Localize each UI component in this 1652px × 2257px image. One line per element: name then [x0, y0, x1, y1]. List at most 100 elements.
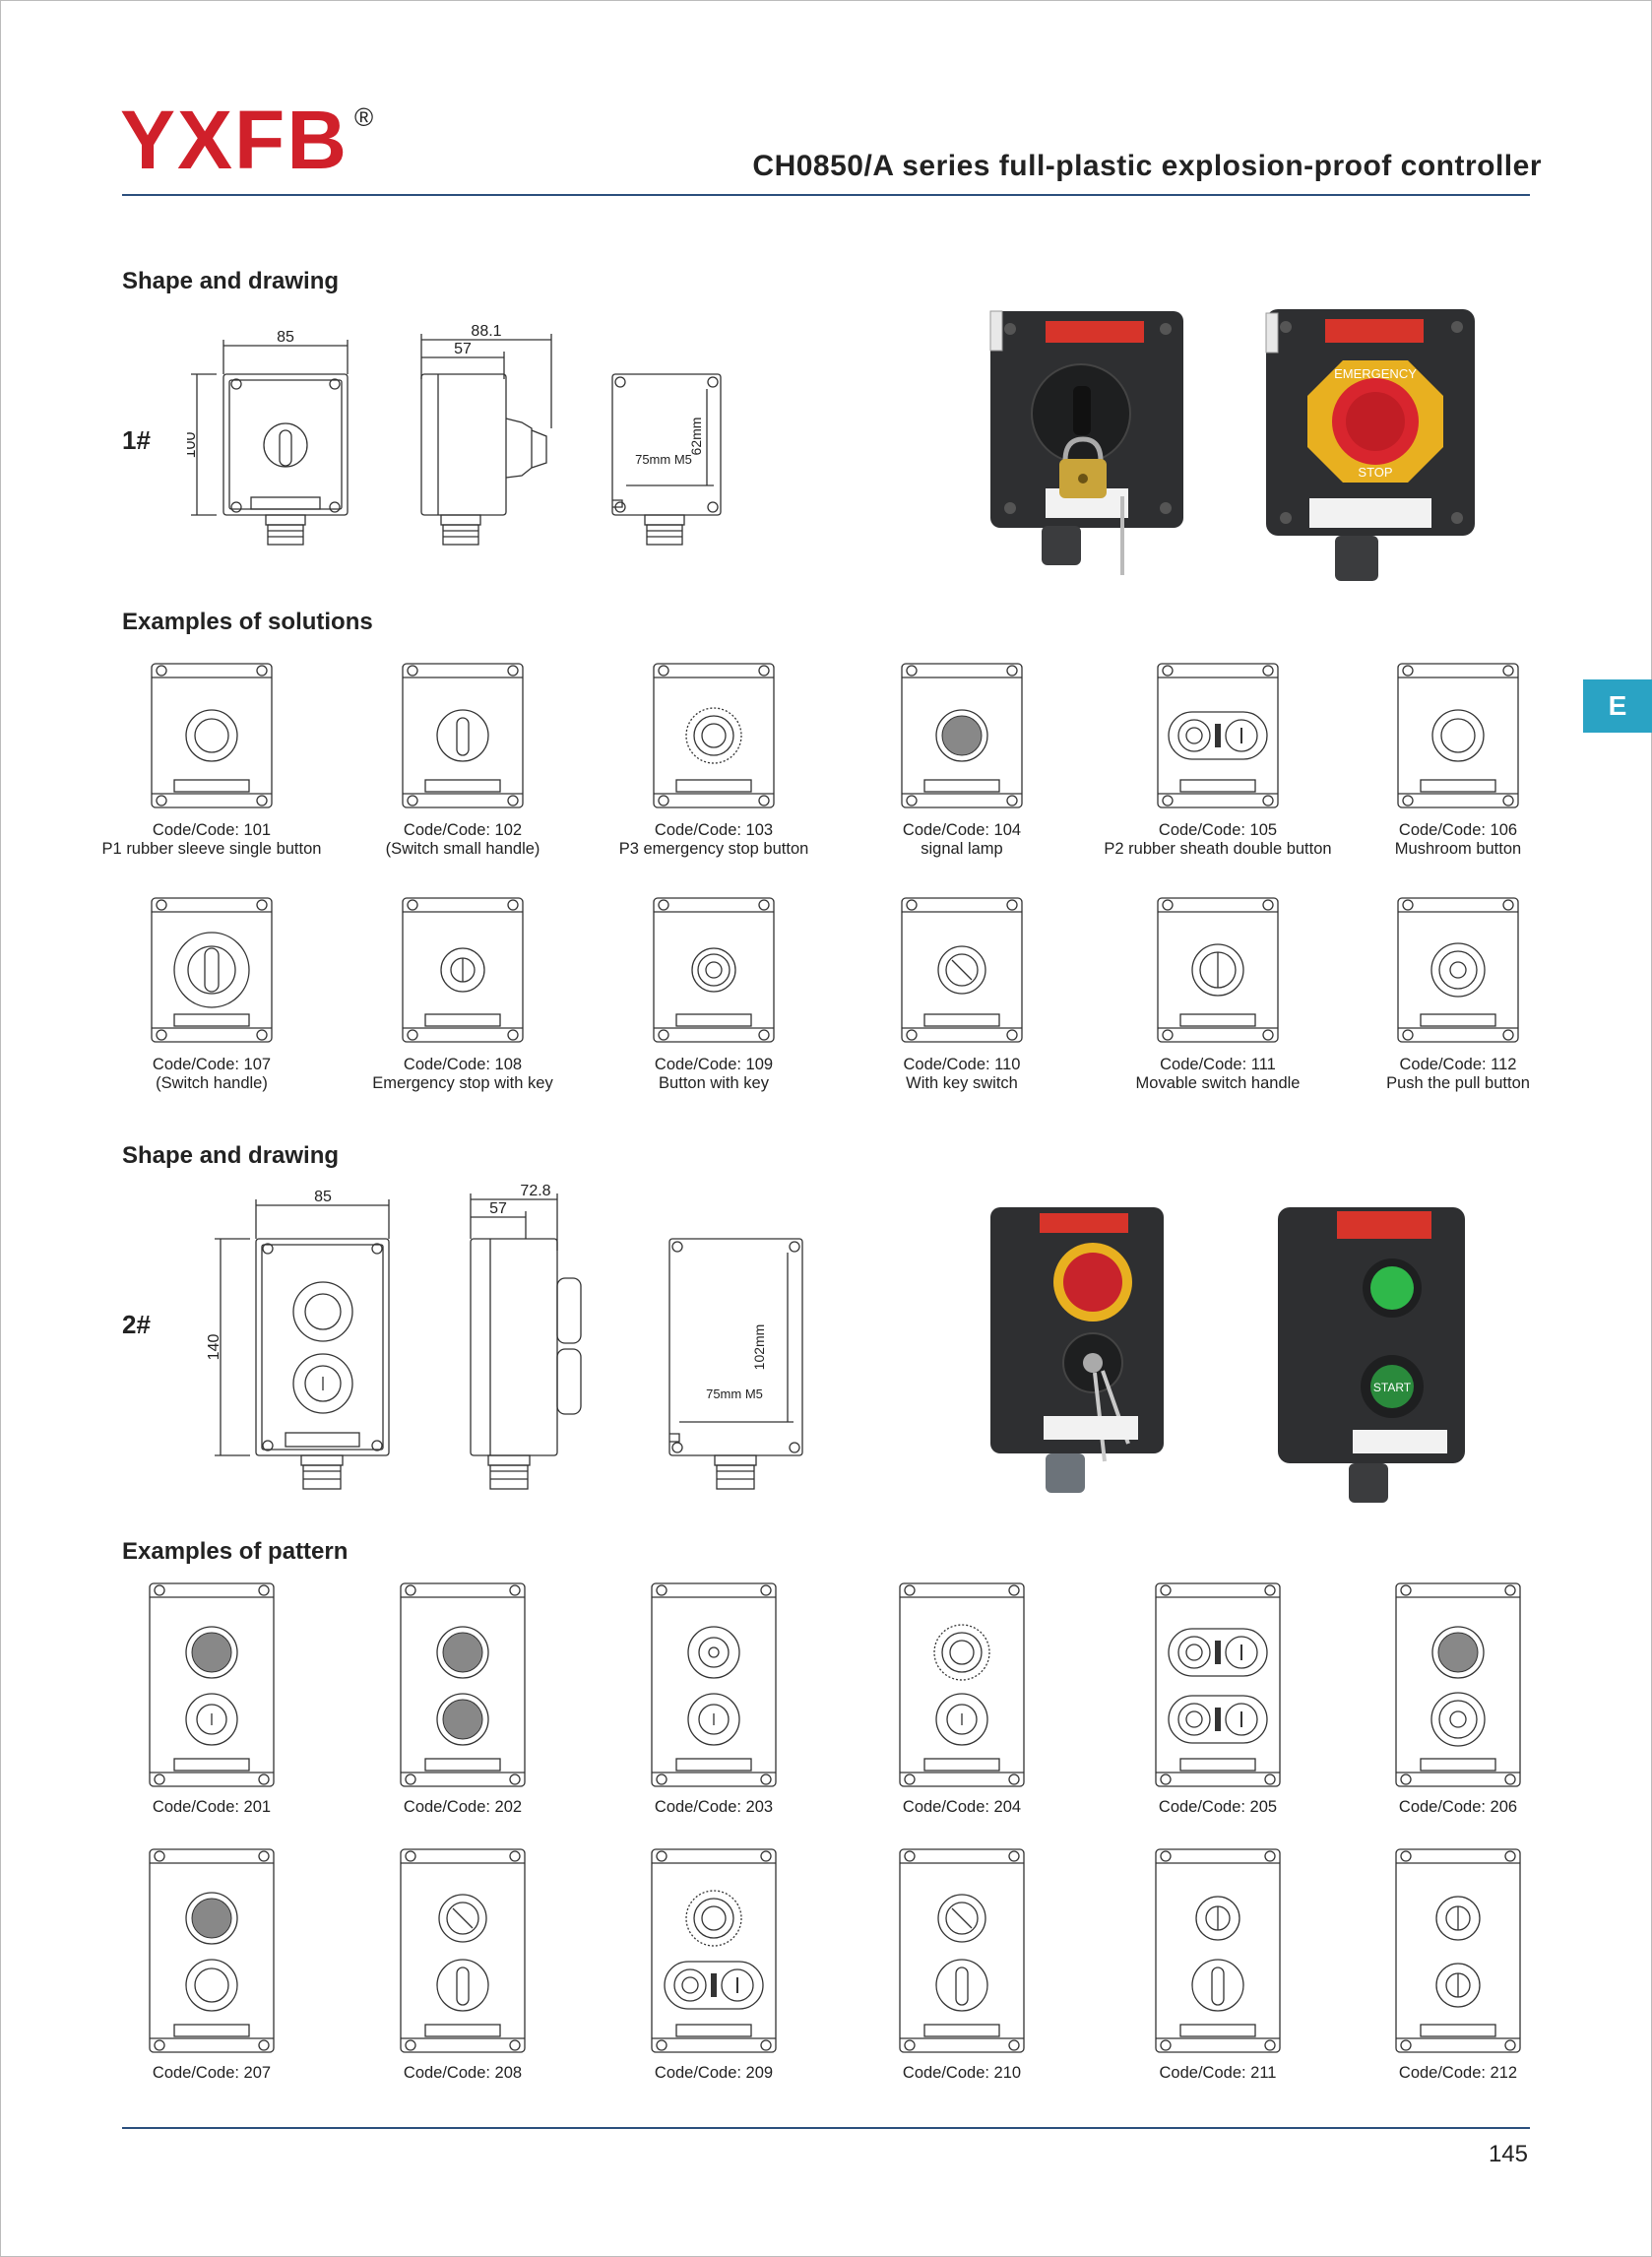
dim-front-height: 100: [187, 432, 199, 459]
dim-back-height: 62mm: [688, 418, 704, 456]
solution-desc: Push the pull button: [1386, 1074, 1530, 1092]
small-handle-icon: [340, 662, 586, 809]
dim-side-inner: 57: [454, 341, 472, 357]
dim-front-width-2: 85: [314, 1189, 332, 1205]
estop-label-top: EMERGENCY: [1334, 366, 1417, 381]
solution-code: Code/Code: 102: [403, 821, 523, 839]
model-label-1: 1#: [122, 425, 151, 455]
estop-icon: [591, 662, 837, 809]
key-small-icon: [340, 896, 586, 1044]
product-photos-1: EMERGENCY STOP: [989, 309, 1475, 581]
header-rule: [122, 194, 1530, 196]
pattern-item-208: Code/Code: 208: [340, 1847, 586, 2083]
pattern-drawing: [1095, 1581, 1341, 1788]
pattern-code: Code/Code: 203: [654, 1798, 774, 1816]
solution-desc: P1 rubber sleeve single button: [101, 840, 322, 858]
pattern-drawing: [1335, 1847, 1581, 2054]
solution-desc: P3 emergency stop button: [618, 840, 809, 858]
pattern-drawing: [1335, 1581, 1581, 1788]
page-number: 145: [1488, 2141, 1528, 2167]
key-switch-icon: [839, 896, 1085, 1044]
pattern-item-204: Code/Code: 204: [839, 1581, 1085, 1817]
push-pull-icon: [1335, 896, 1581, 1044]
estop-label-bottom: STOP: [1358, 465, 1392, 480]
pattern-code: Code/Code: 205: [1158, 1798, 1278, 1816]
section-title-shape-1: Shape and drawing: [122, 268, 340, 294]
pattern-drawing: [839, 1581, 1085, 1788]
pattern-drawing: [591, 1847, 837, 2054]
dim-back-height-2: 102mm: [751, 1324, 767, 1371]
solution-item-105: Code/Code: 105 P2 rubber sheath double b…: [1095, 662, 1341, 859]
pattern-item-209: Code/Code: 209: [591, 1847, 837, 2083]
pattern-drawing: [591, 1581, 837, 1788]
solution-desc: P2 rubber sheath double button: [1104, 840, 1332, 858]
pattern-code: Code/Code: 201: [152, 1798, 272, 1816]
dim-side-depth: 88.1: [471, 323, 501, 340]
dim-side-depth-2: 72.8: [520, 1183, 550, 1199]
pattern-code: Code/Code: 208: [403, 2064, 523, 2082]
solution-code: Code/Code: 107: [152, 1056, 272, 1073]
pattern-drawing: [340, 1847, 586, 2054]
solution-code: Code/Code: 108: [403, 1056, 523, 1073]
pattern-drawing: [839, 1847, 1085, 2054]
pattern-item-210: Code/Code: 210: [839, 1847, 1085, 2083]
pattern-code: Code/Code: 211: [1159, 2064, 1277, 2082]
technical-drawing-1: 85 100 88.1 57 62mm 75mm M5: [187, 323, 722, 546]
pattern-code: Code/Code: 204: [902, 1798, 1022, 1816]
solution-code: Code/Code: 112: [1399, 1056, 1517, 1073]
pattern-drawing: [89, 1847, 335, 2054]
dim-front-height-2: 140: [206, 1334, 222, 1361]
photo-emergency-stop-unit: EMERGENCY STOP: [1265, 309, 1475, 581]
solution-item-108: Code/Code: 108 Emergency stop with key: [340, 896, 586, 1093]
pattern-code: Code/Code: 210: [902, 2064, 1022, 2082]
pattern-code: Code/Code: 212: [1398, 2064, 1518, 2082]
solution-item-110: Code/Code: 110 With key switch: [839, 896, 1085, 1093]
solution-code: Code/Code: 105: [1158, 821, 1278, 839]
product-photos-2: START: [990, 1207, 1465, 1503]
solution-desc: Movable switch handle: [1135, 1074, 1301, 1092]
pattern-item-202: Code/Code: 202: [340, 1581, 586, 1817]
start-button-label: START: [1373, 1381, 1412, 1394]
pattern-drawing: [1095, 1847, 1341, 2054]
pattern-item-203: Code/Code: 203: [591, 1581, 837, 1817]
solution-item-104: Code/Code: 104 signal lamp: [839, 662, 1085, 859]
dim-back-mount-2: 75mm M5: [706, 1386, 763, 1401]
pattern-drawing: [340, 1581, 586, 1788]
section-tab[interactable]: E: [1583, 679, 1652, 733]
section-title-solutions: Examples of solutions: [122, 609, 373, 635]
ring-button-icon: [89, 662, 335, 809]
solution-desc: With key switch: [906, 1074, 1018, 1092]
footer-rule: [122, 2127, 1530, 2129]
solution-code: Code/Code: 110: [903, 1056, 1021, 1073]
pattern-item-207: Code/Code: 207: [89, 1847, 335, 2083]
solution-code: Code/Code: 104: [902, 821, 1022, 839]
dim-side-inner-2: 57: [489, 1200, 507, 1217]
movable-handle-icon: [1095, 896, 1341, 1044]
solution-item-109: Code/Code: 109 Button with key: [591, 896, 837, 1093]
technical-drawing-2: 85 140 72.8 57 102mm 75mm M5: [206, 1183, 803, 1490]
page-title: CH0850/A series full-plastic explosion-p…: [752, 150, 1542, 182]
solution-item-102: Code/Code: 102 (Switch small handle): [340, 662, 586, 859]
solution-code: Code/Code: 101: [152, 821, 272, 839]
pattern-code: Code/Code: 209: [654, 2064, 774, 2082]
solution-item-107: Code/Code: 107 (Switch handle): [89, 896, 335, 1093]
registered-mark: ®: [354, 102, 374, 132]
key-button-icon: [591, 896, 837, 1044]
solution-desc: Button with key: [659, 1074, 769, 1092]
solution-code: Code/Code: 109: [654, 1056, 774, 1073]
photo-key-rotary-unit: [989, 310, 1183, 575]
solution-desc: signal lamp: [921, 840, 1003, 858]
solution-code: Code/Code: 111: [1160, 1056, 1276, 1073]
pattern-item-205: Code/Code: 205: [1095, 1581, 1341, 1817]
pattern-item-201: Code/Code: 201: [89, 1581, 335, 1817]
model-label-2: 2#: [122, 1310, 151, 1339]
solution-item-111: Code/Code: 111 Movable switch handle: [1095, 896, 1341, 1093]
solution-item-106: Code/Code: 106 Mushroom button: [1335, 662, 1581, 859]
pattern-item-206: Code/Code: 206: [1335, 1581, 1581, 1817]
brand-logo: YXFB: [120, 94, 349, 186]
dim-front-width: 85: [277, 329, 294, 346]
double-button-icon: [1095, 662, 1341, 809]
mushroom-icon: [1335, 662, 1581, 809]
pattern-item-211: Code/Code: 211: [1095, 1847, 1341, 2083]
solution-item-101: Code/Code: 101 P1 rubber sleeve single b…: [89, 662, 335, 859]
